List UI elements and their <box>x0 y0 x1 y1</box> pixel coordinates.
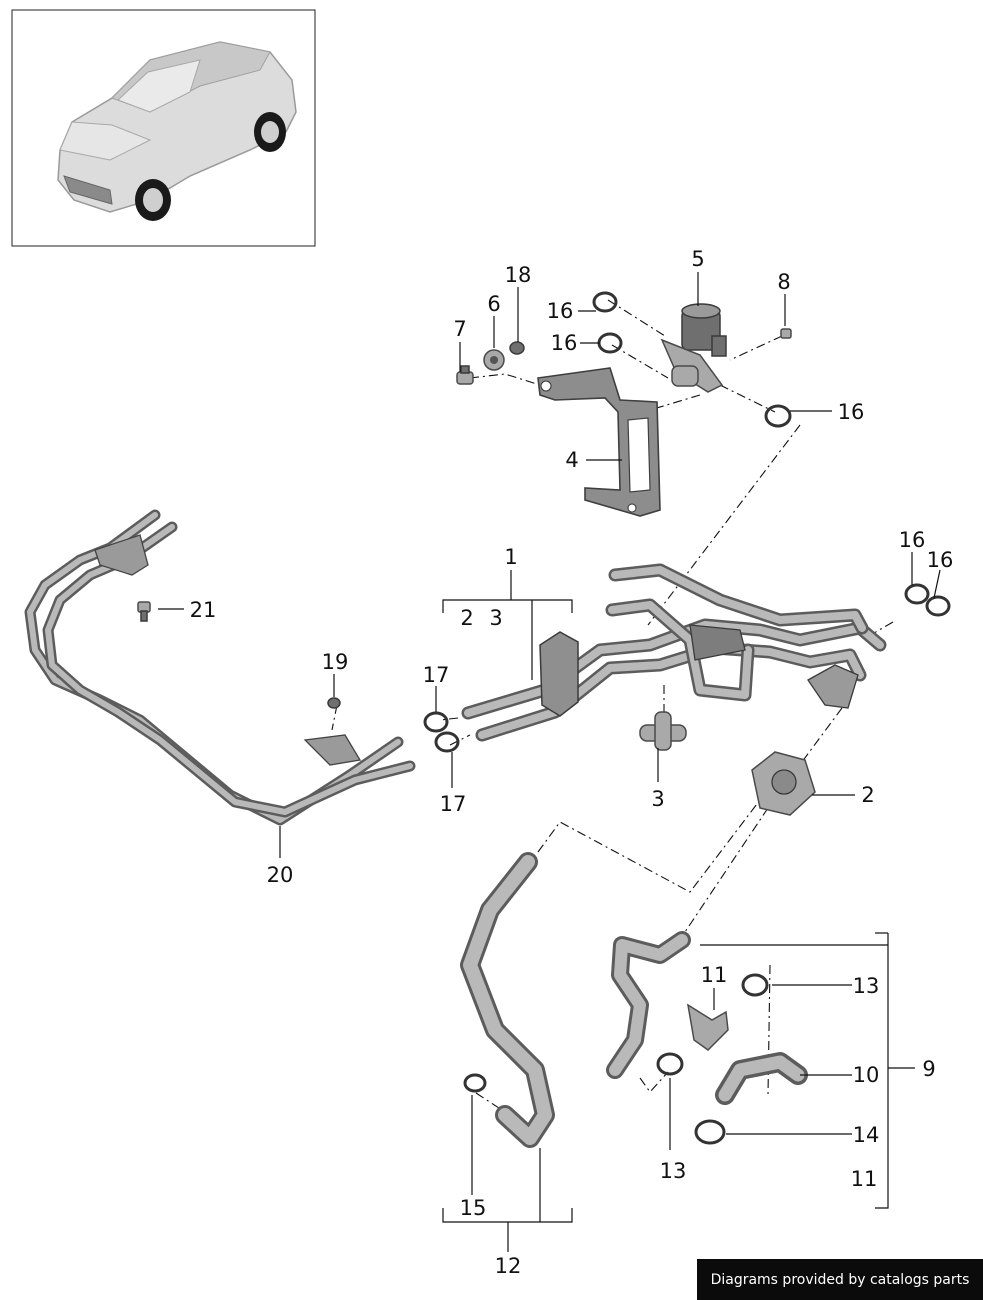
callout-19: 19 <box>322 650 349 674</box>
callout-5: 5 <box>691 247 704 271</box>
callout-17: 17 <box>423 663 450 687</box>
connector-part-11 <box>686 1003 729 1051</box>
connection-lines <box>331 299 894 1113</box>
callout-10: 10 <box>853 1063 880 1087</box>
tee-connector-part-3 <box>639 711 687 751</box>
hardware-parts <box>137 291 951 1145</box>
callout-14: 14 <box>853 1123 880 1147</box>
hoses-and-pipes <box>24 509 887 1148</box>
callout-13: 13 <box>853 974 880 998</box>
vehicle-thumbnail <box>11 9 316 247</box>
callout-7: 7 <box>453 317 466 341</box>
callout-6: 6 <box>487 292 500 316</box>
bracket-part-4 <box>537 367 661 517</box>
callout-labels: 18 5 16 8 7 6 16 16 4 1 16 16 2 3 21 19 … <box>190 247 954 1278</box>
leader-lines <box>158 272 941 1252</box>
callout-8: 8 <box>777 270 790 294</box>
callout-17: 17 <box>440 792 467 816</box>
callout-3: 3 <box>489 606 502 630</box>
callout-13: 13 <box>660 1159 687 1183</box>
callout-16: 16 <box>551 331 578 355</box>
callout-11: 11 <box>701 963 728 987</box>
callout-16: 16 <box>547 299 574 323</box>
callout-2: 2 <box>460 606 473 630</box>
callout-2: 2 <box>861 783 874 807</box>
callout-18: 18 <box>505 263 532 287</box>
callout-16: 16 <box>899 528 926 552</box>
callout-1: 1 <box>504 545 517 569</box>
callout-9: 9 <box>922 1057 935 1081</box>
callout-4: 4 <box>565 448 578 472</box>
callout-15: 15 <box>460 1196 487 1220</box>
callout-16: 16 <box>927 548 954 572</box>
callout-20: 20 <box>267 863 294 887</box>
callout-21: 21 <box>190 598 217 622</box>
callout-16: 16 <box>838 400 865 424</box>
callout-3: 3 <box>651 787 664 811</box>
valve-housing-part-2 <box>751 751 816 816</box>
callout-12: 12 <box>495 1254 522 1278</box>
pump-part-5 <box>660 303 727 393</box>
footer-credit: Diagrams provided by catalogs parts <box>697 1259 983 1300</box>
callout-11: 11 <box>851 1167 878 1191</box>
